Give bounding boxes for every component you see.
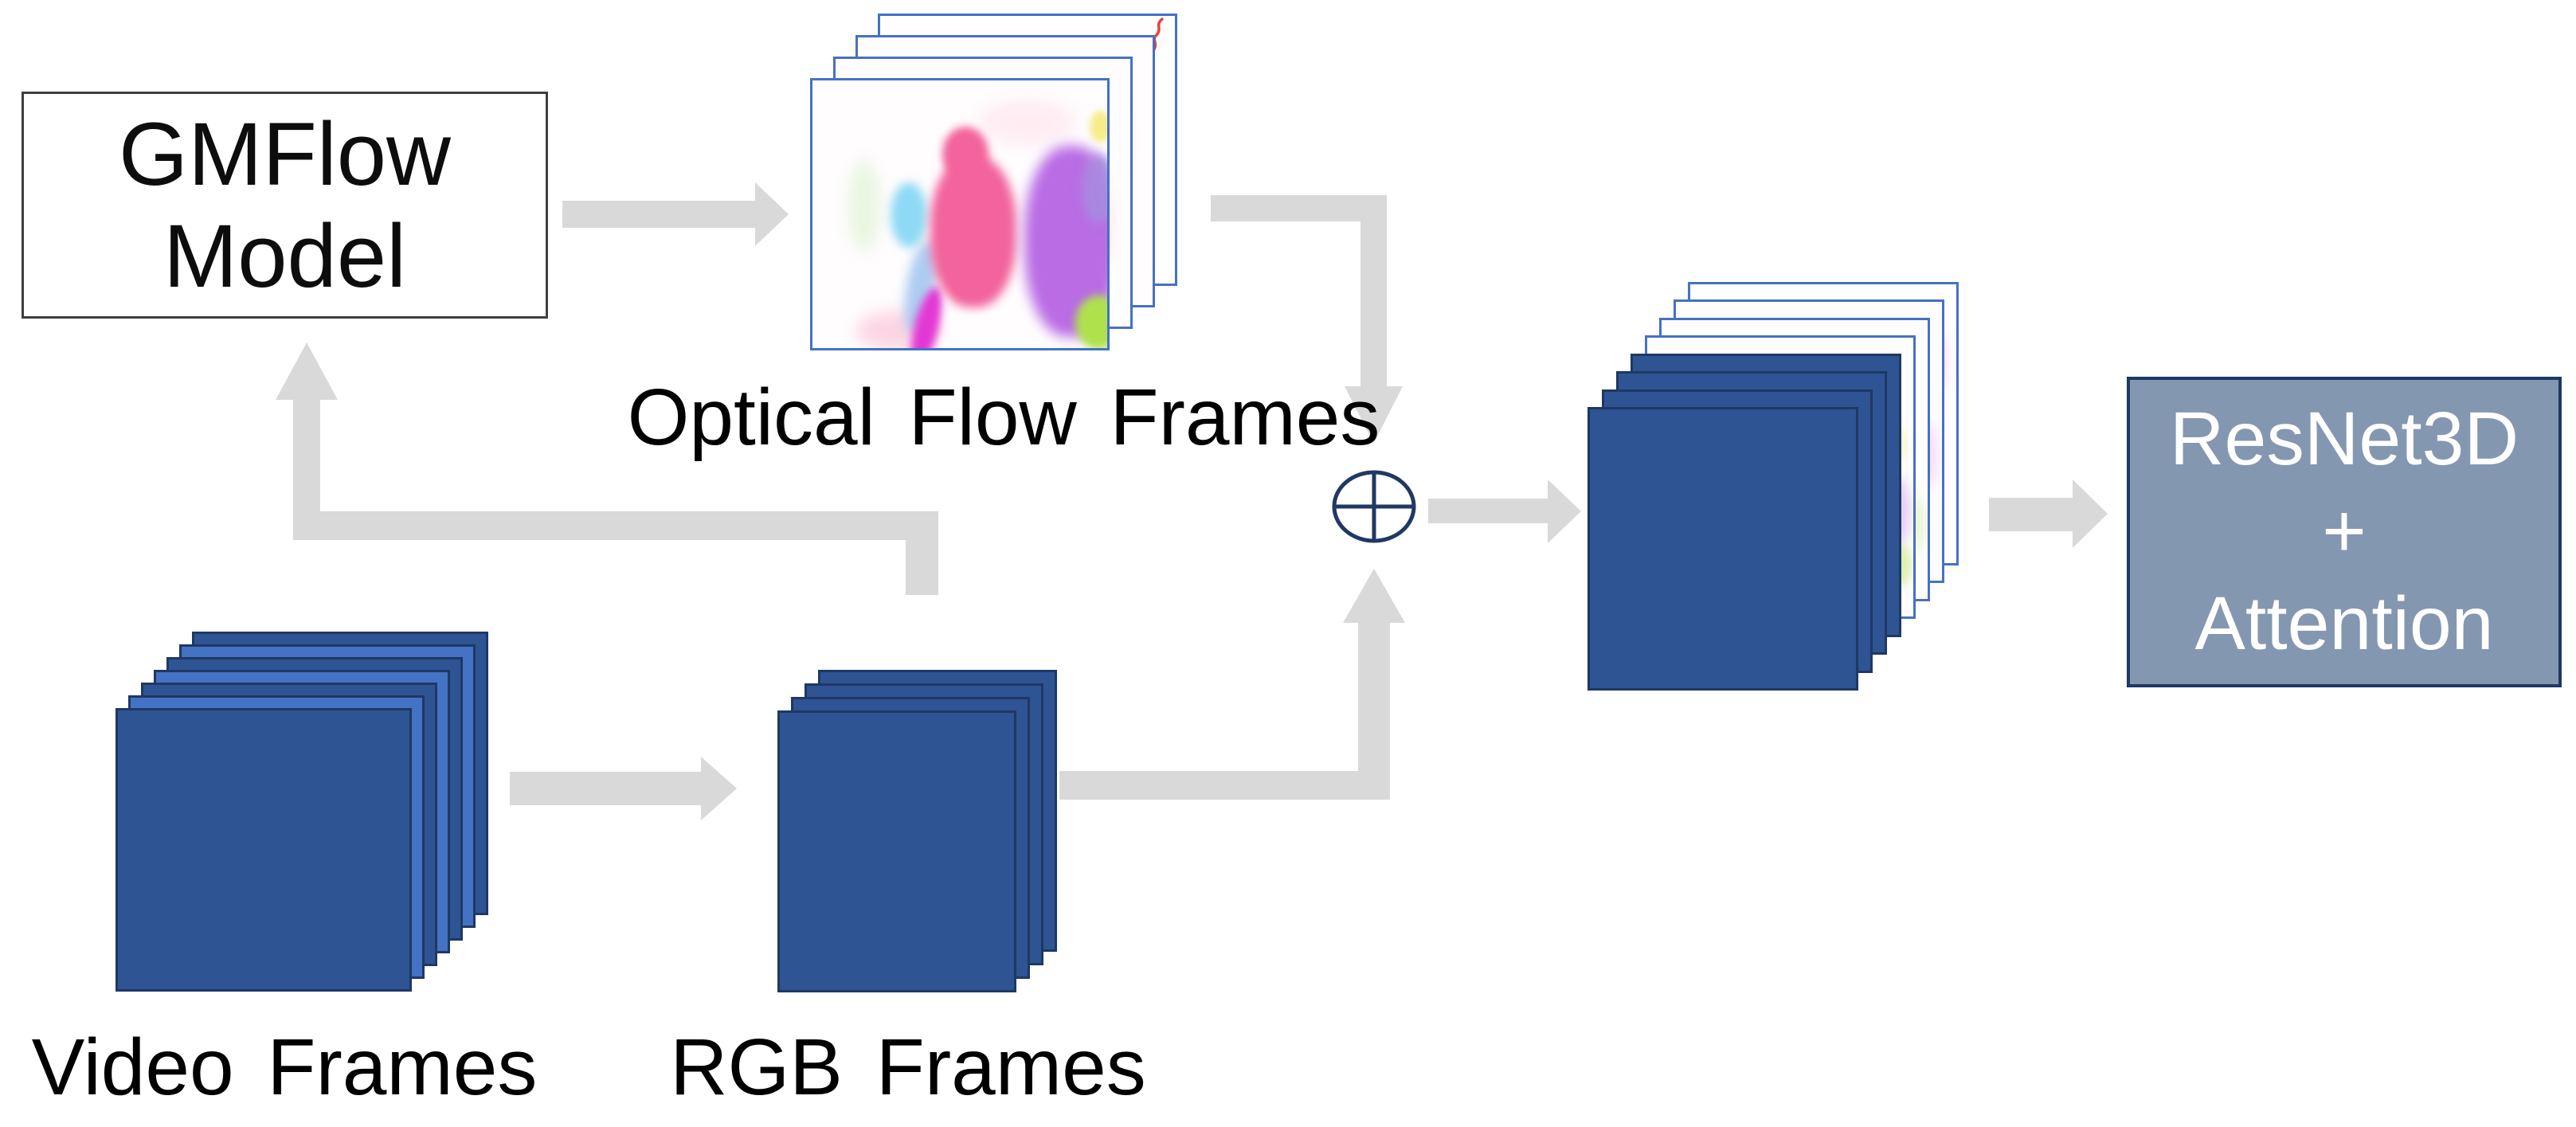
- arrow-shaft: [293, 397, 320, 540]
- resnet-label-line3: Attention: [2194, 581, 2494, 666]
- frame: [115, 708, 412, 992]
- optical-flow-blob: [930, 156, 1016, 307]
- arrow-shaft: [562, 201, 757, 228]
- optical-flow-blob: [1075, 295, 1107, 348]
- arrow-shaft: [1428, 499, 1549, 523]
- oplus-concatenation-icon: [1332, 470, 1416, 543]
- resnet-label-line2: +: [2322, 489, 2367, 574]
- arrow-head: [1343, 569, 1405, 623]
- arrow-shaft: [1059, 771, 1390, 800]
- frame: [1587, 407, 1858, 691]
- rgb-frames-label: RGB Frames: [670, 1023, 1146, 1112]
- gmflow-model-label-line1: GMFlow: [119, 104, 451, 204]
- video-frames-label: Video Frames: [31, 1023, 538, 1112]
- gmflow-model-box: GMFlow Model: [22, 92, 548, 319]
- arrow-head: [276, 342, 338, 400]
- red-scribble-icon: [1153, 18, 1164, 51]
- optical-flow-label: Optical Flow Frames: [627, 373, 1380, 462]
- arrow-head: [701, 757, 737, 820]
- gmflow-model-label-line2: Model: [162, 205, 407, 306]
- arrow-head: [2073, 479, 2108, 548]
- optical-flow-blob: [1090, 111, 1107, 143]
- frame: [777, 710, 1016, 992]
- optical-flow-blob: [980, 100, 1075, 144]
- arrow-shaft: [1211, 195, 1387, 221]
- resnet3d-attention-box: ResNet3D + Attention: [2127, 377, 2562, 687]
- optical-flow-blob: [891, 182, 927, 248]
- arrow-head: [755, 182, 789, 246]
- arrow-shaft: [1358, 621, 1390, 800]
- optical-flow-blob: [848, 160, 880, 252]
- optical-flow-image-frame: [810, 78, 1110, 350]
- arrow-shaft: [1989, 498, 2074, 531]
- arrow-shaft: [510, 772, 703, 805]
- arrow-shaft: [293, 511, 938, 540]
- resnet-label-line1: ResNet3D: [2169, 397, 2519, 482]
- arrow-head: [1548, 479, 1581, 543]
- arrow-shaft: [1360, 215, 1387, 386]
- optical-flow-blob: [1082, 154, 1107, 224]
